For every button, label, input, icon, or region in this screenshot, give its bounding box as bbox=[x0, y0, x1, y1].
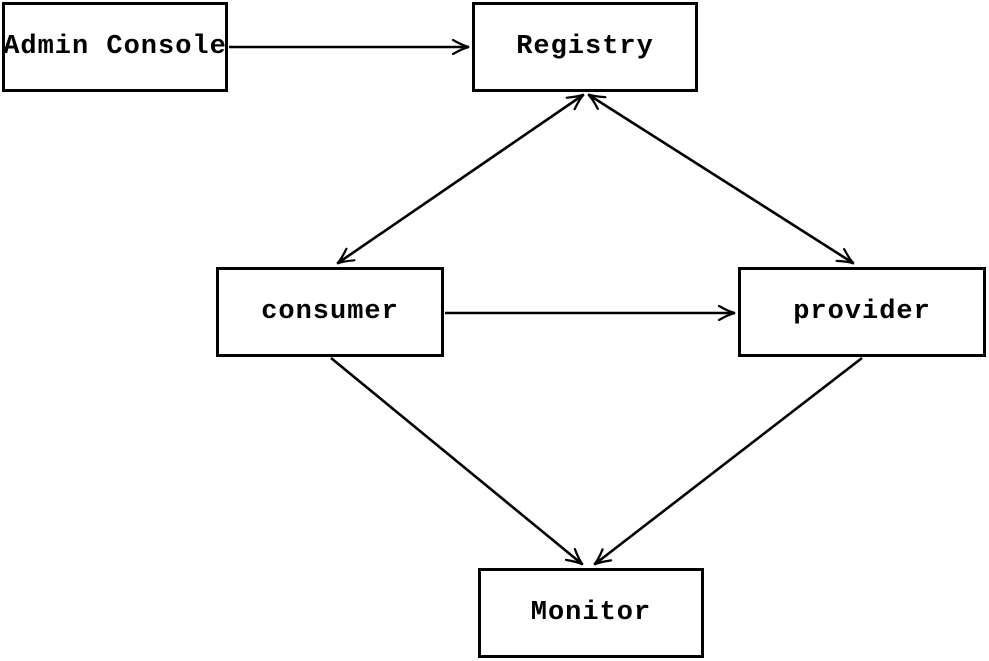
node-consumer-label: consumer bbox=[261, 297, 399, 327]
node-registry-label: Registry bbox=[516, 32, 654, 62]
node-consumer: consumer bbox=[216, 267, 444, 357]
edge-registry-consumer-two-way bbox=[338, 95, 583, 263]
node-monitor-label: Monitor bbox=[530, 598, 652, 628]
node-registry: Registry bbox=[472, 2, 698, 92]
edge-registry-provider-two-way bbox=[589, 95, 853, 263]
node-monitor: Monitor bbox=[478, 568, 704, 658]
node-provider: provider bbox=[738, 267, 986, 357]
edge-provider-to-monitor bbox=[595, 356, 863, 564]
edge-consumer-to-monitor bbox=[330, 356, 582, 564]
node-admin-console-label: Admin Console bbox=[3, 32, 227, 62]
node-provider-label: provider bbox=[793, 297, 931, 327]
node-admin-console: Admin Console bbox=[2, 2, 228, 92]
